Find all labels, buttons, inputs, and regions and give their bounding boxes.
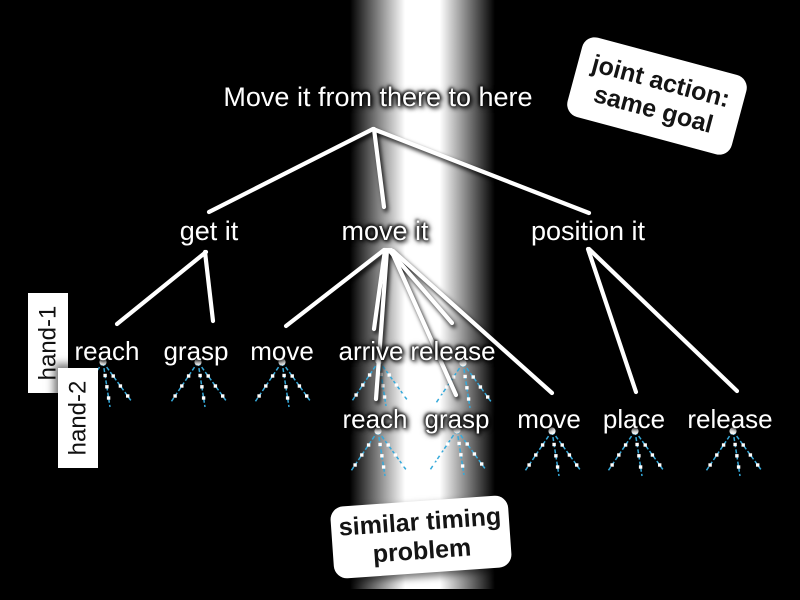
node-h1-move: move: [250, 336, 314, 366]
edge-move-it-arrive: [371, 247, 388, 332]
edge-move-it-grasp-h2: [388, 247, 459, 398]
node-h2-place: place: [602, 404, 666, 434]
node-h2-move: move: [517, 404, 581, 434]
node-h1-reach: reach: [74, 336, 140, 366]
hand-2-label: hand-2: [64, 380, 92, 456]
node-get-it: get it: [179, 216, 239, 246]
edge-move-it-move-h1: [283, 247, 387, 329]
edge-root-get-it: [206, 126, 376, 215]
node-position-it: position it: [530, 216, 646, 246]
edge-move-it-release-h1: [386, 247, 455, 326]
node-h2-reach: reach: [342, 404, 408, 434]
node-move-it: move it: [341, 216, 429, 246]
edge-position-it-release-h2: [586, 246, 740, 394]
node-h1-grasp: grasp: [163, 336, 229, 366]
node-h1-release: release: [410, 336, 496, 366]
edge-position-it-place: [585, 246, 639, 395]
timing-callout-line2: problem: [371, 533, 473, 569]
node-h2-grasp: grasp: [424, 404, 490, 434]
bottom-border: [0, 589, 800, 600]
edge-move-it-reach-h2: [373, 247, 390, 402]
edge-move-it-move-h2: [390, 248, 555, 396]
edge-root-position-it: [370, 126, 592, 216]
timing-callout: similar timing problem: [329, 494, 513, 580]
node-h1-arrive: arrive: [338, 336, 404, 366]
node-h2-release: release: [687, 404, 773, 434]
hand-2-box: hand-2: [58, 368, 98, 468]
root-task-label: Move it from there to here: [223, 82, 533, 112]
edge-get-it-reach: [114, 249, 209, 327]
edge-root-move-it: [371, 126, 387, 210]
edge-get-it-grasp: [202, 249, 216, 324]
